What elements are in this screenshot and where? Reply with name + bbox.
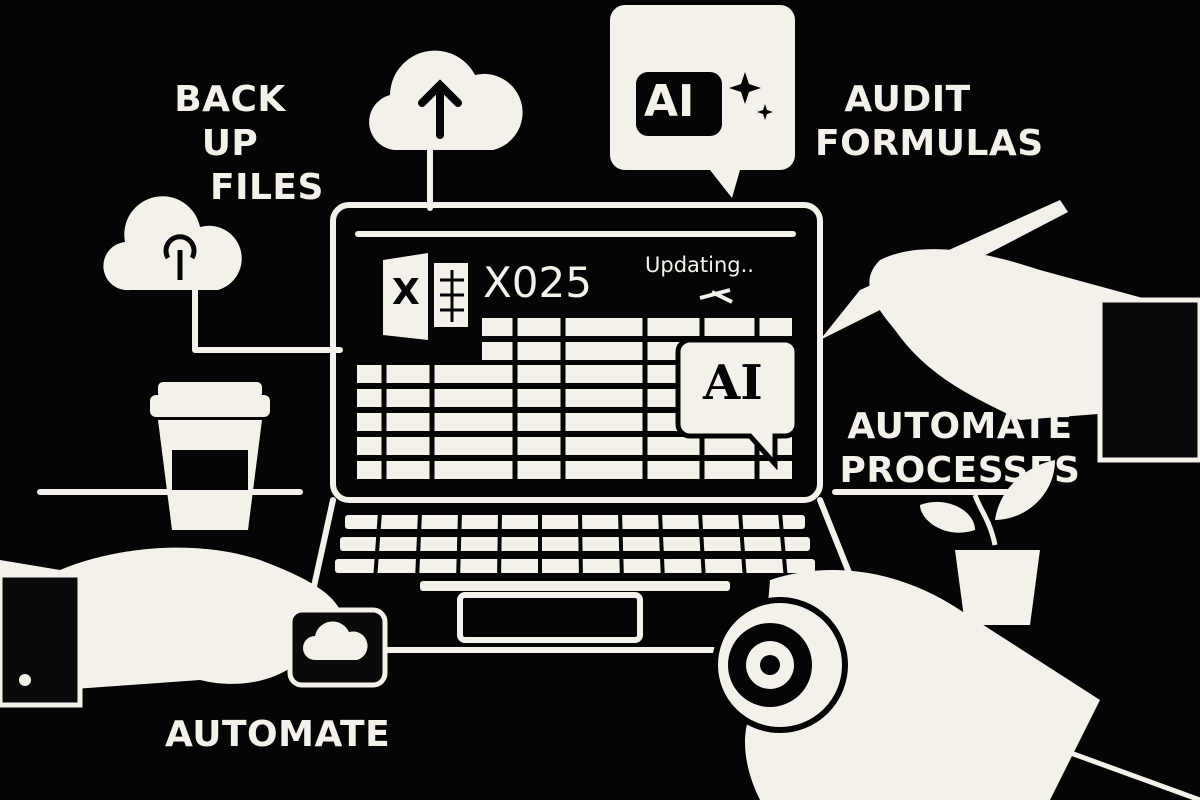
automate-processes-line2: PROCESSES [839, 450, 1081, 491]
file-title: X025 [483, 258, 592, 307]
cloud-connector [192, 277, 343, 353]
automate-processes-label: AUTOMATE PROCESSES [830, 405, 1090, 493]
screen-ai-bubble [675, 337, 800, 471]
gear-hand [712, 570, 1200, 800]
audit-label-line2: FORMULAS [815, 123, 1044, 164]
right-hand-pen [820, 200, 1200, 463]
screen-ai-text: AI [703, 355, 763, 411]
coffee-cup-icon [150, 382, 270, 530]
trackpad [457, 592, 643, 643]
left-hand [0, 547, 388, 708]
laptop-screen-frame [330, 202, 823, 503]
cloud-sync-icon [103, 196, 242, 291]
audit-label: AUDIT FORMULAS [815, 78, 1044, 166]
up-arrow-icon [418, 79, 462, 139]
status-text: Updating.. [645, 253, 754, 277]
cloud-upload-icon [369, 50, 523, 150]
backup-label: BACK UP FILES [140, 78, 324, 210]
cursor-arrow-icon [699, 288, 733, 304]
spreadsheet-app-icon [383, 253, 468, 340]
automate-processes-line1: AUTOMATE [847, 406, 1073, 447]
ai-bubble-text: AI [644, 76, 695, 127]
audit-label-line1: AUDIT [844, 79, 971, 120]
automate-label: AUTOMATE [165, 714, 391, 755]
app-icon-letter: X [392, 272, 420, 313]
cloud-tree-icon [163, 234, 197, 280]
backup-label-line2: FILES [210, 167, 324, 208]
plant-icon [920, 460, 1055, 625]
backup-label-line1: BACK UP [174, 79, 286, 164]
